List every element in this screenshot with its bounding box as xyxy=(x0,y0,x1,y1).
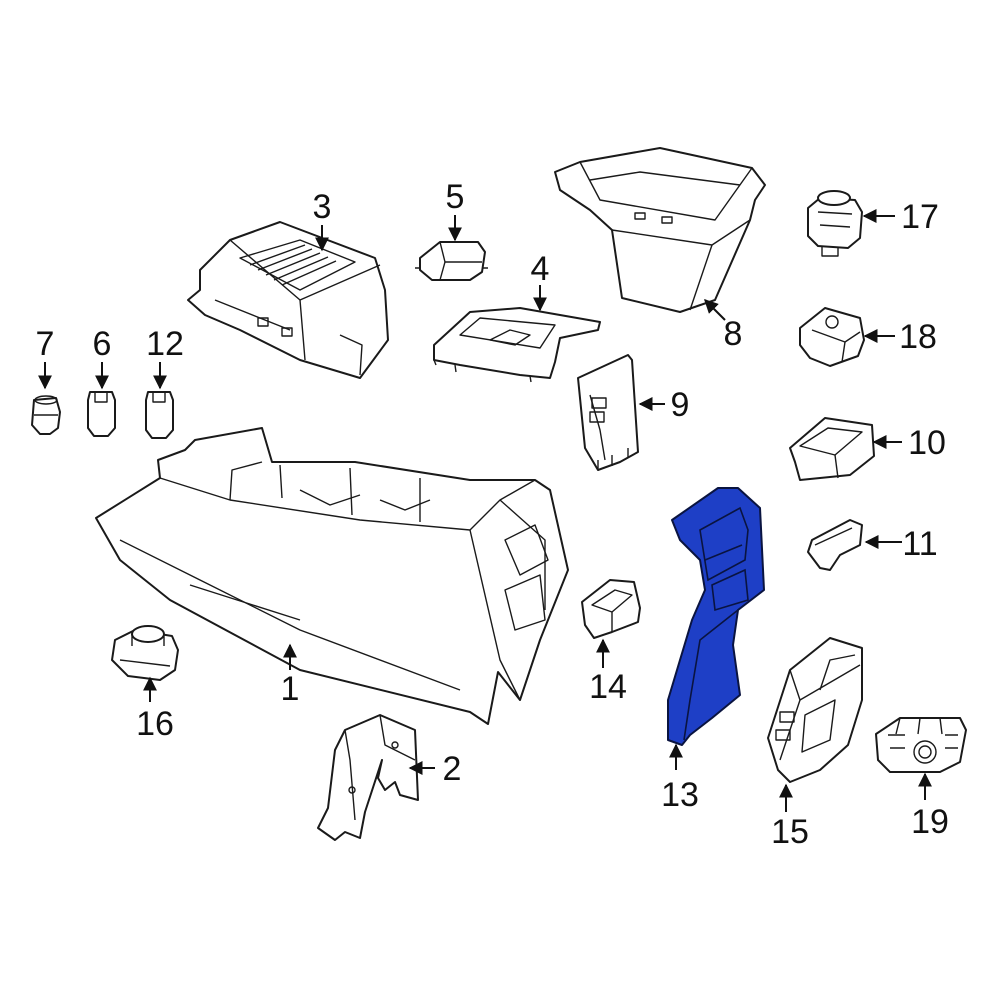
part-8-armrest[interactable] xyxy=(554,147,766,313)
callout-7[interactable]: 7 xyxy=(36,325,55,363)
part-9-side-panel[interactable] xyxy=(577,354,639,471)
callout-12[interactable]: 12 xyxy=(146,325,184,363)
part-3-storage-bin[interactable] xyxy=(187,221,389,379)
callout-labels: 1 2 3 4 5 6 7 8 9 10 11 12 13 14 15 16 1… xyxy=(36,178,949,851)
part-17-knob-switch[interactable] xyxy=(807,190,863,257)
callout-14[interactable]: 14 xyxy=(589,668,627,706)
callout-16[interactable]: 16 xyxy=(136,705,174,743)
part-19-control-module[interactable] xyxy=(875,717,967,773)
callout-arrows xyxy=(38,209,932,812)
part-18-joystick-switch[interactable] xyxy=(799,307,865,367)
part-13-highlighted-trim[interactable] xyxy=(667,487,765,746)
callout-9[interactable]: 9 xyxy=(671,386,690,424)
callout-15[interactable]: 15 xyxy=(771,813,809,851)
part-14-small-tray[interactable] xyxy=(581,579,641,639)
part-2-bracket[interactable] xyxy=(317,714,419,841)
callout-2[interactable]: 2 xyxy=(443,750,462,788)
part-5-small-bracket[interactable] xyxy=(415,241,488,281)
part-15-switch-panel[interactable] xyxy=(767,637,863,783)
part-7-connector[interactable] xyxy=(31,395,61,435)
callout-13[interactable]: 13 xyxy=(661,776,699,814)
part-16-rotary-controller[interactable] xyxy=(111,625,179,681)
part-11-clip[interactable] xyxy=(807,519,863,571)
part-6-switch[interactable] xyxy=(87,391,116,437)
callout-17[interactable]: 17 xyxy=(901,198,939,236)
part-12-switch[interactable] xyxy=(145,391,174,439)
callout-8[interactable]: 8 xyxy=(724,315,743,353)
callout-3[interactable]: 3 xyxy=(313,188,332,226)
part-1-console-body[interactable] xyxy=(95,427,569,725)
callout-10[interactable]: 10 xyxy=(908,424,946,462)
callout-4[interactable]: 4 xyxy=(531,250,550,288)
part-4-shifter-bezel[interactable] xyxy=(433,307,601,383)
callout-5[interactable]: 5 xyxy=(446,178,465,216)
callout-11[interactable]: 11 xyxy=(902,525,937,563)
part-10-tray[interactable] xyxy=(789,417,875,481)
callout-1[interactable]: 1 xyxy=(281,670,300,708)
callout-19[interactable]: 19 xyxy=(911,803,949,841)
callout-18[interactable]: 18 xyxy=(899,318,937,356)
callout-6[interactable]: 6 xyxy=(93,325,112,363)
